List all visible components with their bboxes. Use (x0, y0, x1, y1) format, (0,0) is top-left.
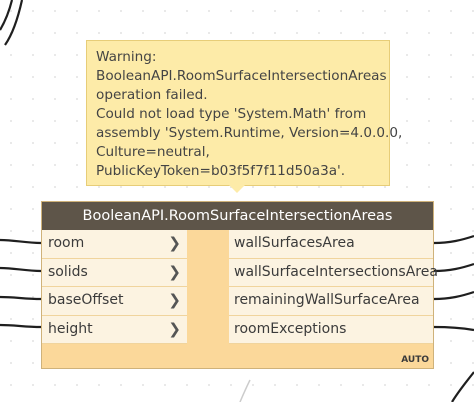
output-port-wallsurfaceintersectionsarea[interactable]: wallSurfaceIntersectionsArea (229, 258, 438, 287)
output-ports: wallSurfacesArea wallSurfaceIntersection… (229, 230, 438, 344)
chevron-right-icon[interactable]: ❯ (168, 291, 181, 309)
output-port-label: remainingWallSurfaceArea (234, 292, 420, 308)
warning-line: operation failed. (96, 87, 208, 103)
warning-line: Could not load type 'System.Math' from (96, 106, 367, 122)
wire[interactable] (4, 0, 24, 46)
input-port-label: height (48, 320, 93, 337)
chevron-right-icon[interactable]: ❯ (168, 319, 181, 338)
output-port-label: wallSurfacesArea (234, 235, 355, 251)
input-port-label: baseOffset (48, 292, 124, 308)
warning-line: BooleanAPI.RoomSurfaceIntersectionAreas (96, 68, 387, 84)
wire[interactable] (0, 323, 42, 329)
wire[interactable] (451, 371, 474, 402)
lacing-indicator[interactable]: AUTO (401, 355, 429, 365)
input-port-room[interactable]: room ❯ (42, 230, 187, 259)
wire[interactable] (0, 266, 42, 273)
wire[interactable] (433, 290, 474, 301)
input-port-baseoffset[interactable]: baseOffset ❯ (42, 287, 187, 316)
output-port-label: wallSurfaceIntersectionsArea (234, 263, 438, 280)
wire[interactable] (433, 262, 474, 273)
input-port-label: room (48, 235, 85, 251)
input-ports: room ❯ solids ❯ baseOffset ❯ height ❯ (42, 230, 187, 344)
output-port-wallsurfacesarea[interactable]: wallSurfacesArea (229, 230, 433, 259)
output-port-remainingwallsurfacearea[interactable]: remainingWallSurfaceArea (229, 287, 433, 316)
input-port-label: solids (48, 263, 88, 280)
input-port-height[interactable]: height ❯ (42, 315, 187, 344)
wire[interactable] (0, 238, 42, 245)
warning-line: assembly 'System.Runtime, Version=4.0.0.… (96, 125, 403, 141)
output-port-label: roomExceptions (234, 320, 347, 337)
node-room-surface-intersection-areas[interactable]: BooleanAPI.RoomSurfaceIntersectionAreas … (41, 201, 438, 369)
wire[interactable] (239, 379, 251, 402)
wire[interactable] (433, 234, 474, 245)
chevron-right-icon[interactable]: ❯ (168, 234, 181, 252)
output-port-roomexceptions[interactable]: roomExceptions (229, 315, 433, 344)
wire[interactable] (0, 0, 14, 31)
bubble-pointer (229, 185, 245, 193)
warning-line: PublicKeyToken=b03f5f7f11d50a3a'. (96, 163, 346, 179)
warning-line: Culture=neutral, (96, 144, 210, 160)
chevron-right-icon[interactable]: ❯ (168, 262, 181, 281)
warning-line: Warning: (96, 49, 157, 65)
wire[interactable] (0, 295, 42, 301)
wire[interactable] (433, 325, 474, 332)
node-title[interactable]: BooleanAPI.RoomSurfaceIntersectionAreas (42, 202, 433, 230)
input-port-solids[interactable]: solids ❯ (42, 258, 187, 287)
warning-bubble: Warning: BooleanAPI.RoomSurfaceIntersect… (86, 40, 402, 186)
